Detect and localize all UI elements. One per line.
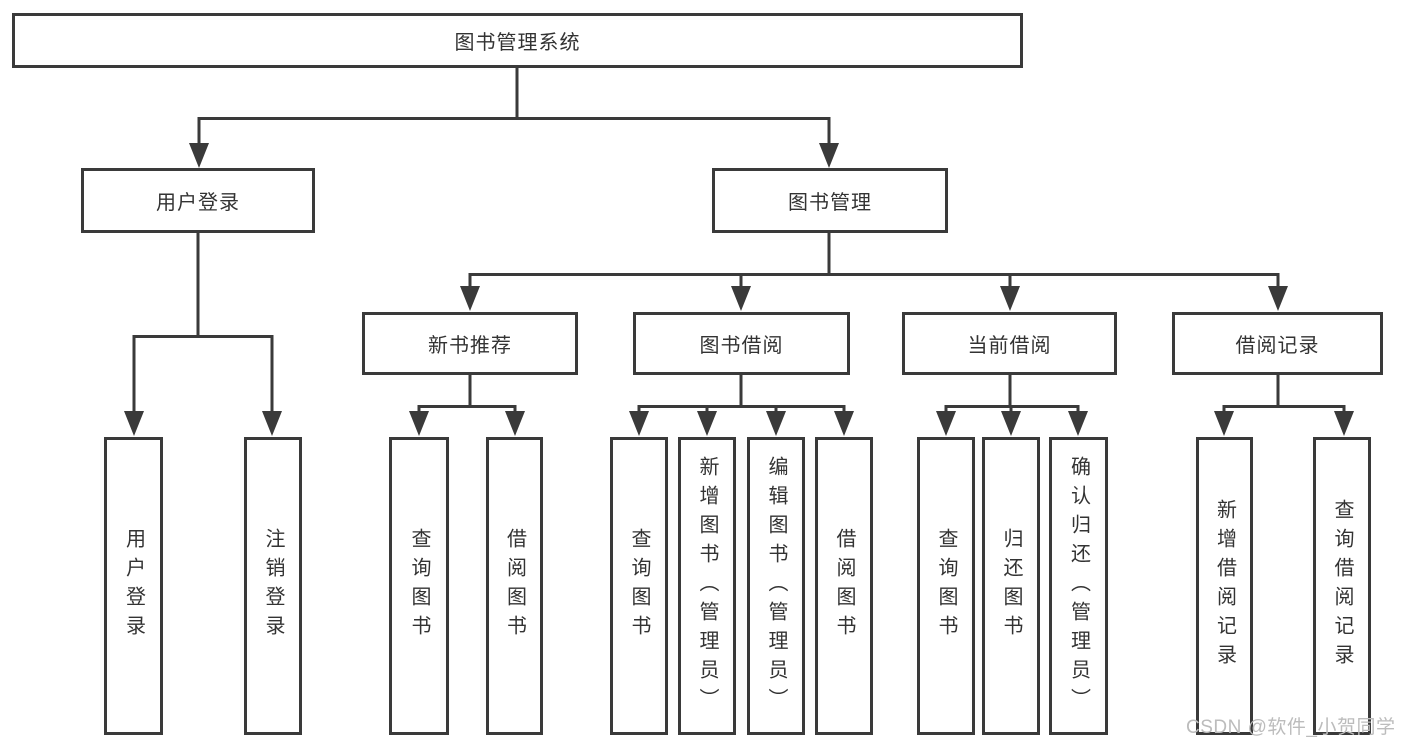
connector-userlogin-branch	[132, 335, 274, 413]
node-book-management-label: 图书管理	[788, 192, 872, 214]
leaf-confirm-return-admin: 确认归还（管理员）	[1049, 437, 1108, 735]
node-book-borrow-label: 图书借阅	[699, 335, 784, 357]
arrow-down-icon	[697, 411, 717, 436]
arrow-down-icon	[1000, 286, 1020, 311]
leaf-label: 注销登录	[262, 528, 284, 644]
leaf-borrow-books: 借阅图书	[815, 437, 873, 735]
arrow-down-icon	[1001, 411, 1021, 436]
watermark-text: CSDN @软件_小贺同学	[1186, 717, 1396, 738]
arrow-down-icon	[766, 411, 786, 436]
arrow-down-icon	[189, 143, 209, 168]
connector-current-branch	[944, 405, 1080, 413]
connector-root-branch	[197, 117, 831, 146]
node-user-login: 用户登录	[81, 168, 315, 233]
connector-newrec-branch	[417, 405, 517, 413]
node-user-login-label: 用户登录	[156, 192, 240, 214]
leaf-return-books: 归还图书	[982, 437, 1040, 735]
leaf-borrow-books-newrec: 借阅图书	[486, 437, 543, 735]
node-root-label: 图书管理系统	[454, 32, 581, 54]
arrow-down-icon	[409, 411, 429, 436]
arrow-down-icon	[731, 286, 751, 311]
node-root: 图书管理系统	[12, 13, 1023, 68]
leaf-query-books-newrec: 查询图书	[389, 437, 449, 735]
arrow-down-icon	[124, 411, 144, 436]
leaf-user-login: 用户登录	[104, 437, 163, 735]
leaf-query-borrow-record: 查询借阅记录	[1313, 437, 1371, 735]
leaf-label: 归还图书	[1000, 528, 1022, 644]
leaf-label: 借阅图书	[503, 528, 526, 644]
leaf-label: 用户登录	[122, 528, 145, 644]
arrow-down-icon	[834, 411, 854, 436]
leaf-logout: 注销登录	[244, 437, 302, 735]
arrow-down-icon	[460, 286, 480, 311]
leaf-label: 查询图书	[935, 528, 957, 644]
leaf-query-books-borrow: 查询图书	[610, 437, 668, 735]
arrow-down-icon	[505, 411, 525, 436]
arrow-down-icon	[1214, 411, 1234, 436]
leaf-label: 新增图书（管理员）	[696, 455, 718, 717]
leaf-query-books-current: 查询图书	[917, 437, 975, 735]
node-borrow-records: 借阅记录	[1172, 312, 1383, 375]
arrow-down-icon	[262, 411, 282, 436]
leaf-label: 新增借阅记录	[1213, 499, 1236, 673]
arrow-down-icon	[629, 411, 649, 436]
leaf-label: 编辑图书（管理员）	[765, 455, 787, 717]
arrow-down-icon	[936, 411, 956, 436]
node-current-borrow: 当前借阅	[902, 312, 1117, 375]
node-current-borrow-label: 当前借阅	[967, 335, 1052, 357]
node-book-borrow: 图书借阅	[633, 312, 850, 375]
arrow-down-icon	[1268, 286, 1288, 311]
node-new-book-recommend-label: 新书推荐	[428, 335, 512, 357]
connector-records-branch	[1222, 405, 1346, 413]
arrow-down-icon	[1068, 411, 1088, 436]
leaf-edit-books-admin: 编辑图书（管理员）	[747, 437, 805, 735]
node-book-management: 图书管理	[712, 168, 948, 233]
node-new-book-recommend: 新书推荐	[362, 312, 578, 375]
leaf-label: 查询图书	[408, 528, 430, 644]
leaf-add-borrow-record: 新增借阅记录	[1196, 437, 1253, 735]
leaf-label: 查询借阅记录	[1331, 499, 1353, 673]
connector-borrow-branch	[637, 405, 846, 413]
leaf-label: 确认归还（管理员）	[1067, 455, 1090, 717]
leaf-add-books-admin: 新增图书（管理员）	[678, 437, 736, 735]
arrow-down-icon	[1334, 411, 1354, 436]
leaf-label: 查询图书	[628, 528, 650, 644]
node-borrow-records-label: 借阅记录	[1235, 335, 1320, 357]
connector-bookmgmt-branch	[468, 273, 1280, 290]
leaf-label: 借阅图书	[833, 528, 855, 644]
arrow-down-icon	[819, 143, 839, 168]
